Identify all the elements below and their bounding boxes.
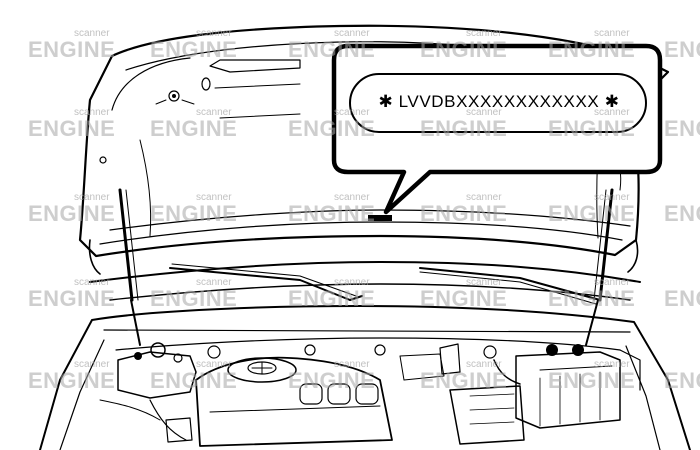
vin-number-label: ✱ LVVDBXXXXXXXXXXXX ✱: [378, 92, 620, 111]
vin-callout: ✱ LVVDBXXXXXXXXXXXX ✱: [332, 44, 664, 177]
hood-struts: [118, 188, 614, 346]
hood-panel: [78, 24, 670, 275]
cowl-and-wipers: [89, 261, 641, 305]
engine-bay: [39, 305, 691, 450]
vin-callout-bubble: [331, 43, 663, 215]
